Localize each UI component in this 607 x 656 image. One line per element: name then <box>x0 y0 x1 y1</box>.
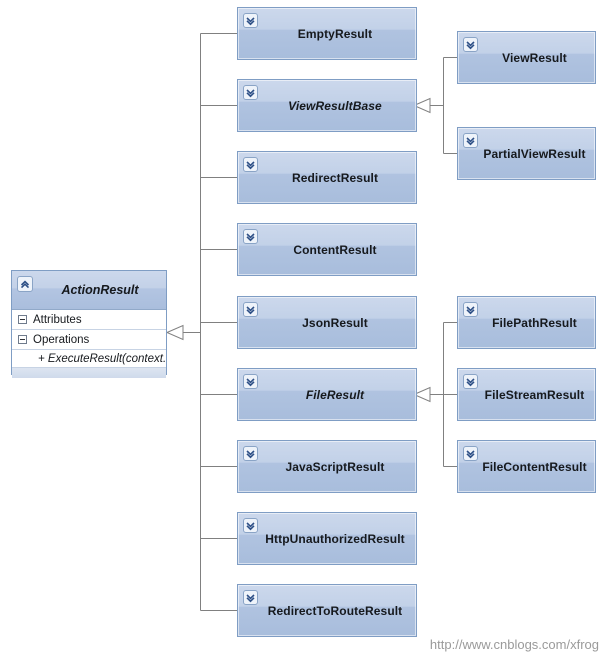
class-title: ViewResult <box>502 50 567 65</box>
class-box-partial-view-result[interactable]: PartialViewResult <box>457 127 596 180</box>
class-box-redirect-to-route-result[interactable]: RedirectToRouteResult <box>237 584 417 637</box>
section-label: Operations <box>33 333 90 346</box>
class-box-view-result[interactable]: ViewResult <box>457 31 596 84</box>
class-title: ViewResultBase <box>288 98 382 113</box>
class-title: FileResult <box>305 387 365 402</box>
class-box-empty-result[interactable]: EmptyResult <box>237 7 417 60</box>
class-title: JsonResult <box>302 315 368 330</box>
class-box-json-result[interactable]: JsonResult <box>237 296 417 349</box>
class-title: JavaScriptResult <box>285 459 385 474</box>
class-title: RedirectToRouteResult <box>267 603 403 618</box>
class-collapse-icon[interactable] <box>17 276 33 292</box>
expander-minus-icon[interactable] <box>18 335 27 344</box>
chevron-double-down-icon[interactable] <box>463 374 478 389</box>
chevron-double-down-icon[interactable] <box>243 229 258 244</box>
class-title: RedirectResult <box>291 170 379 185</box>
chevron-double-down-icon[interactable] <box>243 302 258 317</box>
chevron-double-down-icon[interactable] <box>463 133 478 148</box>
chevron-double-down-icon[interactable] <box>243 518 258 533</box>
class-box-file-stream-result[interactable]: FileStreamResult <box>457 368 596 421</box>
class-box-file-path-result[interactable]: FilePathResult <box>457 296 596 349</box>
class-header: ActionResult <box>12 271 166 310</box>
chevron-double-down-icon[interactable] <box>463 446 478 461</box>
class-title: EmptyResult <box>297 26 373 41</box>
class-title: PartialViewResult <box>483 146 586 161</box>
generalization-arrowhead <box>165 324 184 341</box>
class-title: FilePathResult <box>492 315 577 330</box>
class-title: HttpUnauthorizedResult <box>265 531 405 546</box>
class-box-java-script-result[interactable]: JavaScriptResult <box>237 440 417 493</box>
class-box-file-result[interactable]: FileResult <box>237 368 417 421</box>
chevron-double-down-icon[interactable] <box>243 157 258 172</box>
class-box-content-result[interactable]: ContentResult <box>237 223 417 276</box>
chevron-double-down-icon[interactable] <box>243 446 258 461</box>
section-label: Attributes <box>33 313 82 326</box>
class-box-file-content-result[interactable]: FileContentResult <box>457 440 596 493</box>
class-title: FileStreamResult <box>484 387 585 402</box>
class-title: ActionResult <box>61 283 139 297</box>
class-box-redirect-result[interactable]: RedirectResult <box>237 151 417 204</box>
class-title: ContentResult <box>293 242 377 257</box>
chevron-double-down-icon[interactable] <box>243 374 258 389</box>
class-footer-filler <box>12 368 166 378</box>
chevron-double-down-icon[interactable] <box>463 302 478 317</box>
class-section-attributes[interactable]: Attributes <box>12 310 166 330</box>
class-member-execute-result[interactable]: + ExecuteResult(context... <box>12 350 166 368</box>
chevron-double-down-icon[interactable] <box>243 13 258 28</box>
class-title: FileContentResult <box>482 459 587 474</box>
chevron-double-down-icon[interactable] <box>243 85 258 100</box>
chevron-double-down-icon[interactable] <box>243 590 258 605</box>
class-box-http-unauthorized-result[interactable]: HttpUnauthorizedResult <box>237 512 417 565</box>
expander-minus-icon[interactable] <box>18 315 27 324</box>
class-box-view-result-base[interactable]: ViewResultBase <box>237 79 417 132</box>
class-section-operations[interactable]: Operations <box>12 330 166 350</box>
watermark-text: http://www.cnblogs.com/xfrog <box>429 637 599 652</box>
chevron-double-down-icon[interactable] <box>463 37 478 52</box>
class-box-action-result[interactable]: ActionResult Attributes Operations + Exe… <box>11 270 167 378</box>
